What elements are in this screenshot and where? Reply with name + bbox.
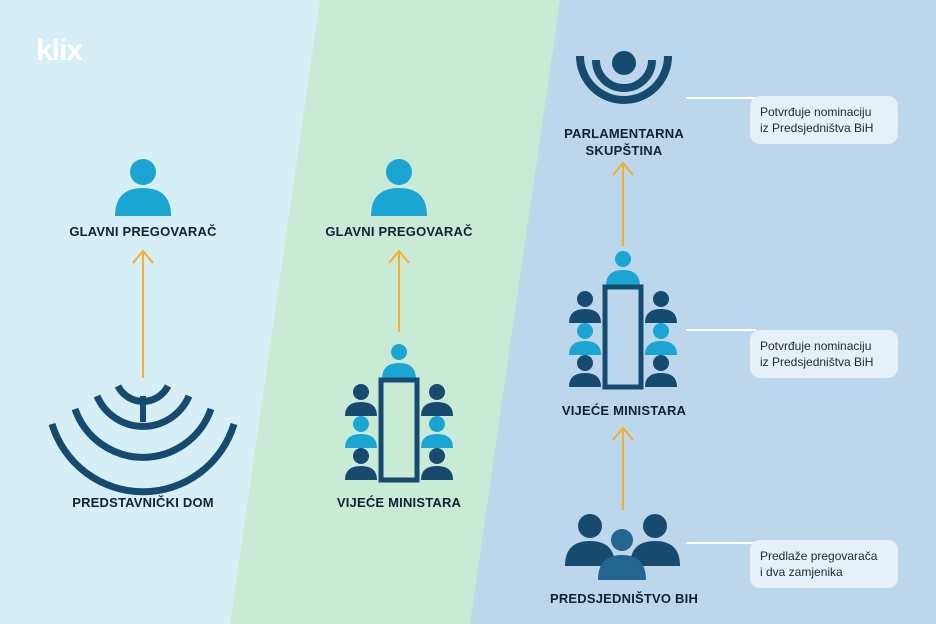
- panel-right: [470, 0, 936, 624]
- middle-top-label: GLAVNI PREGOVARAČ: [325, 224, 473, 239]
- left-top-label: GLAVNI PREGOVARAČ: [69, 224, 217, 239]
- note-line: Potvrđuje nominaciju: [760, 105, 872, 119]
- right-top-label-line1: PARLAMENTARNA: [564, 126, 684, 141]
- note-box: Potvrđuje nominaciju iz Predsjedništva B…: [750, 96, 898, 144]
- right-top-label-line2: SKUPŠTINA: [585, 143, 663, 158]
- left-bottom-label: PREDSTAVNIČKI DOM: [72, 495, 214, 510]
- arrow-up: [612, 161, 634, 246]
- note-box: Predlaže pregovarača i dva zamjenika: [750, 540, 898, 588]
- right-bottom-label: PREDSJEDNIŠTVO BIH: [549, 591, 699, 606]
- council-table-icon: [569, 251, 677, 390]
- council-table-icon: [345, 344, 453, 483]
- arrow-up: [612, 426, 634, 510]
- note-line: Predlaže pregovarača: [760, 549, 878, 563]
- person-icon: [371, 159, 427, 216]
- klix-logo: klix: [36, 34, 83, 67]
- right-top-label: PARLAMENTARNA SKUPŠTINA: [564, 125, 684, 159]
- note-connector: [686, 97, 756, 544]
- note-box: Potvrđuje nominaciju iz Predsjedništva B…: [750, 330, 898, 378]
- assembly-icon: [576, 51, 672, 104]
- right-middle-label: VIJEĆE MINISTARA: [561, 403, 687, 418]
- hemicycle-icon: [48, 384, 238, 496]
- middle-bottom-label: VIJEĆE MINISTARA: [336, 495, 462, 510]
- note-line: iz Predsjedništva BiH: [760, 355, 874, 369]
- arrow-up: [388, 249, 410, 332]
- note-line: iz Predsjedništva BiH: [760, 121, 874, 135]
- note-line: Potvrđuje nominaciju: [760, 339, 872, 353]
- arrow-up: [132, 249, 154, 378]
- note-line: i dva zamjenika: [760, 565, 843, 579]
- group-icon: [565, 514, 680, 580]
- person-icon: [115, 159, 171, 216]
